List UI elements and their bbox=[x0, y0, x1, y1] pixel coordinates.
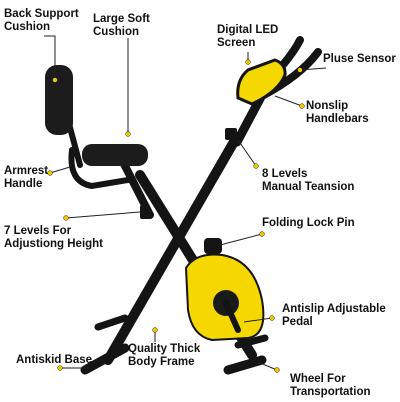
led-console bbox=[236, 58, 287, 106]
label-body-frame: Quality Thick Body Frame bbox=[128, 343, 201, 368]
lock-pin bbox=[204, 238, 222, 254]
pedal-arm bbox=[223, 300, 241, 333]
leader-dots bbox=[47, 59, 305, 373]
label-antislip-pedal: Antislip Adjustable Pedal bbox=[282, 303, 386, 328]
seat-cushion bbox=[82, 144, 148, 166]
height-knob bbox=[140, 205, 150, 219]
label-digital-led-screen: Digital LED Screen bbox=[217, 24, 279, 49]
label-nonslip-handlebars: Nonslip Handlebars bbox=[306, 100, 369, 125]
label-wheel-transportation: Wheel For Transportation bbox=[290, 373, 371, 398]
label-height-levels: 7 Levels For Adjustiong Height bbox=[4, 225, 104, 250]
backrest-cushion bbox=[45, 65, 73, 135]
label-antiskid-base: Antiskid Base bbox=[16, 354, 93, 366]
tension-knob bbox=[225, 128, 237, 140]
label-back-support: Back Support Cushion bbox=[4, 8, 79, 33]
label-large-soft-cushion: Large Soft Cushion bbox=[93, 13, 150, 38]
label-pulse-sensor: Pluse Sensor bbox=[323, 53, 396, 65]
label-tension-levels: 8 Levels Manual Teansion bbox=[262, 168, 355, 193]
label-folding-lock-pin: Folding Lock Pin bbox=[262, 217, 355, 229]
flywheel-housing bbox=[184, 253, 265, 342]
label-armrest-handle: Armrest Handle bbox=[4, 165, 49, 190]
